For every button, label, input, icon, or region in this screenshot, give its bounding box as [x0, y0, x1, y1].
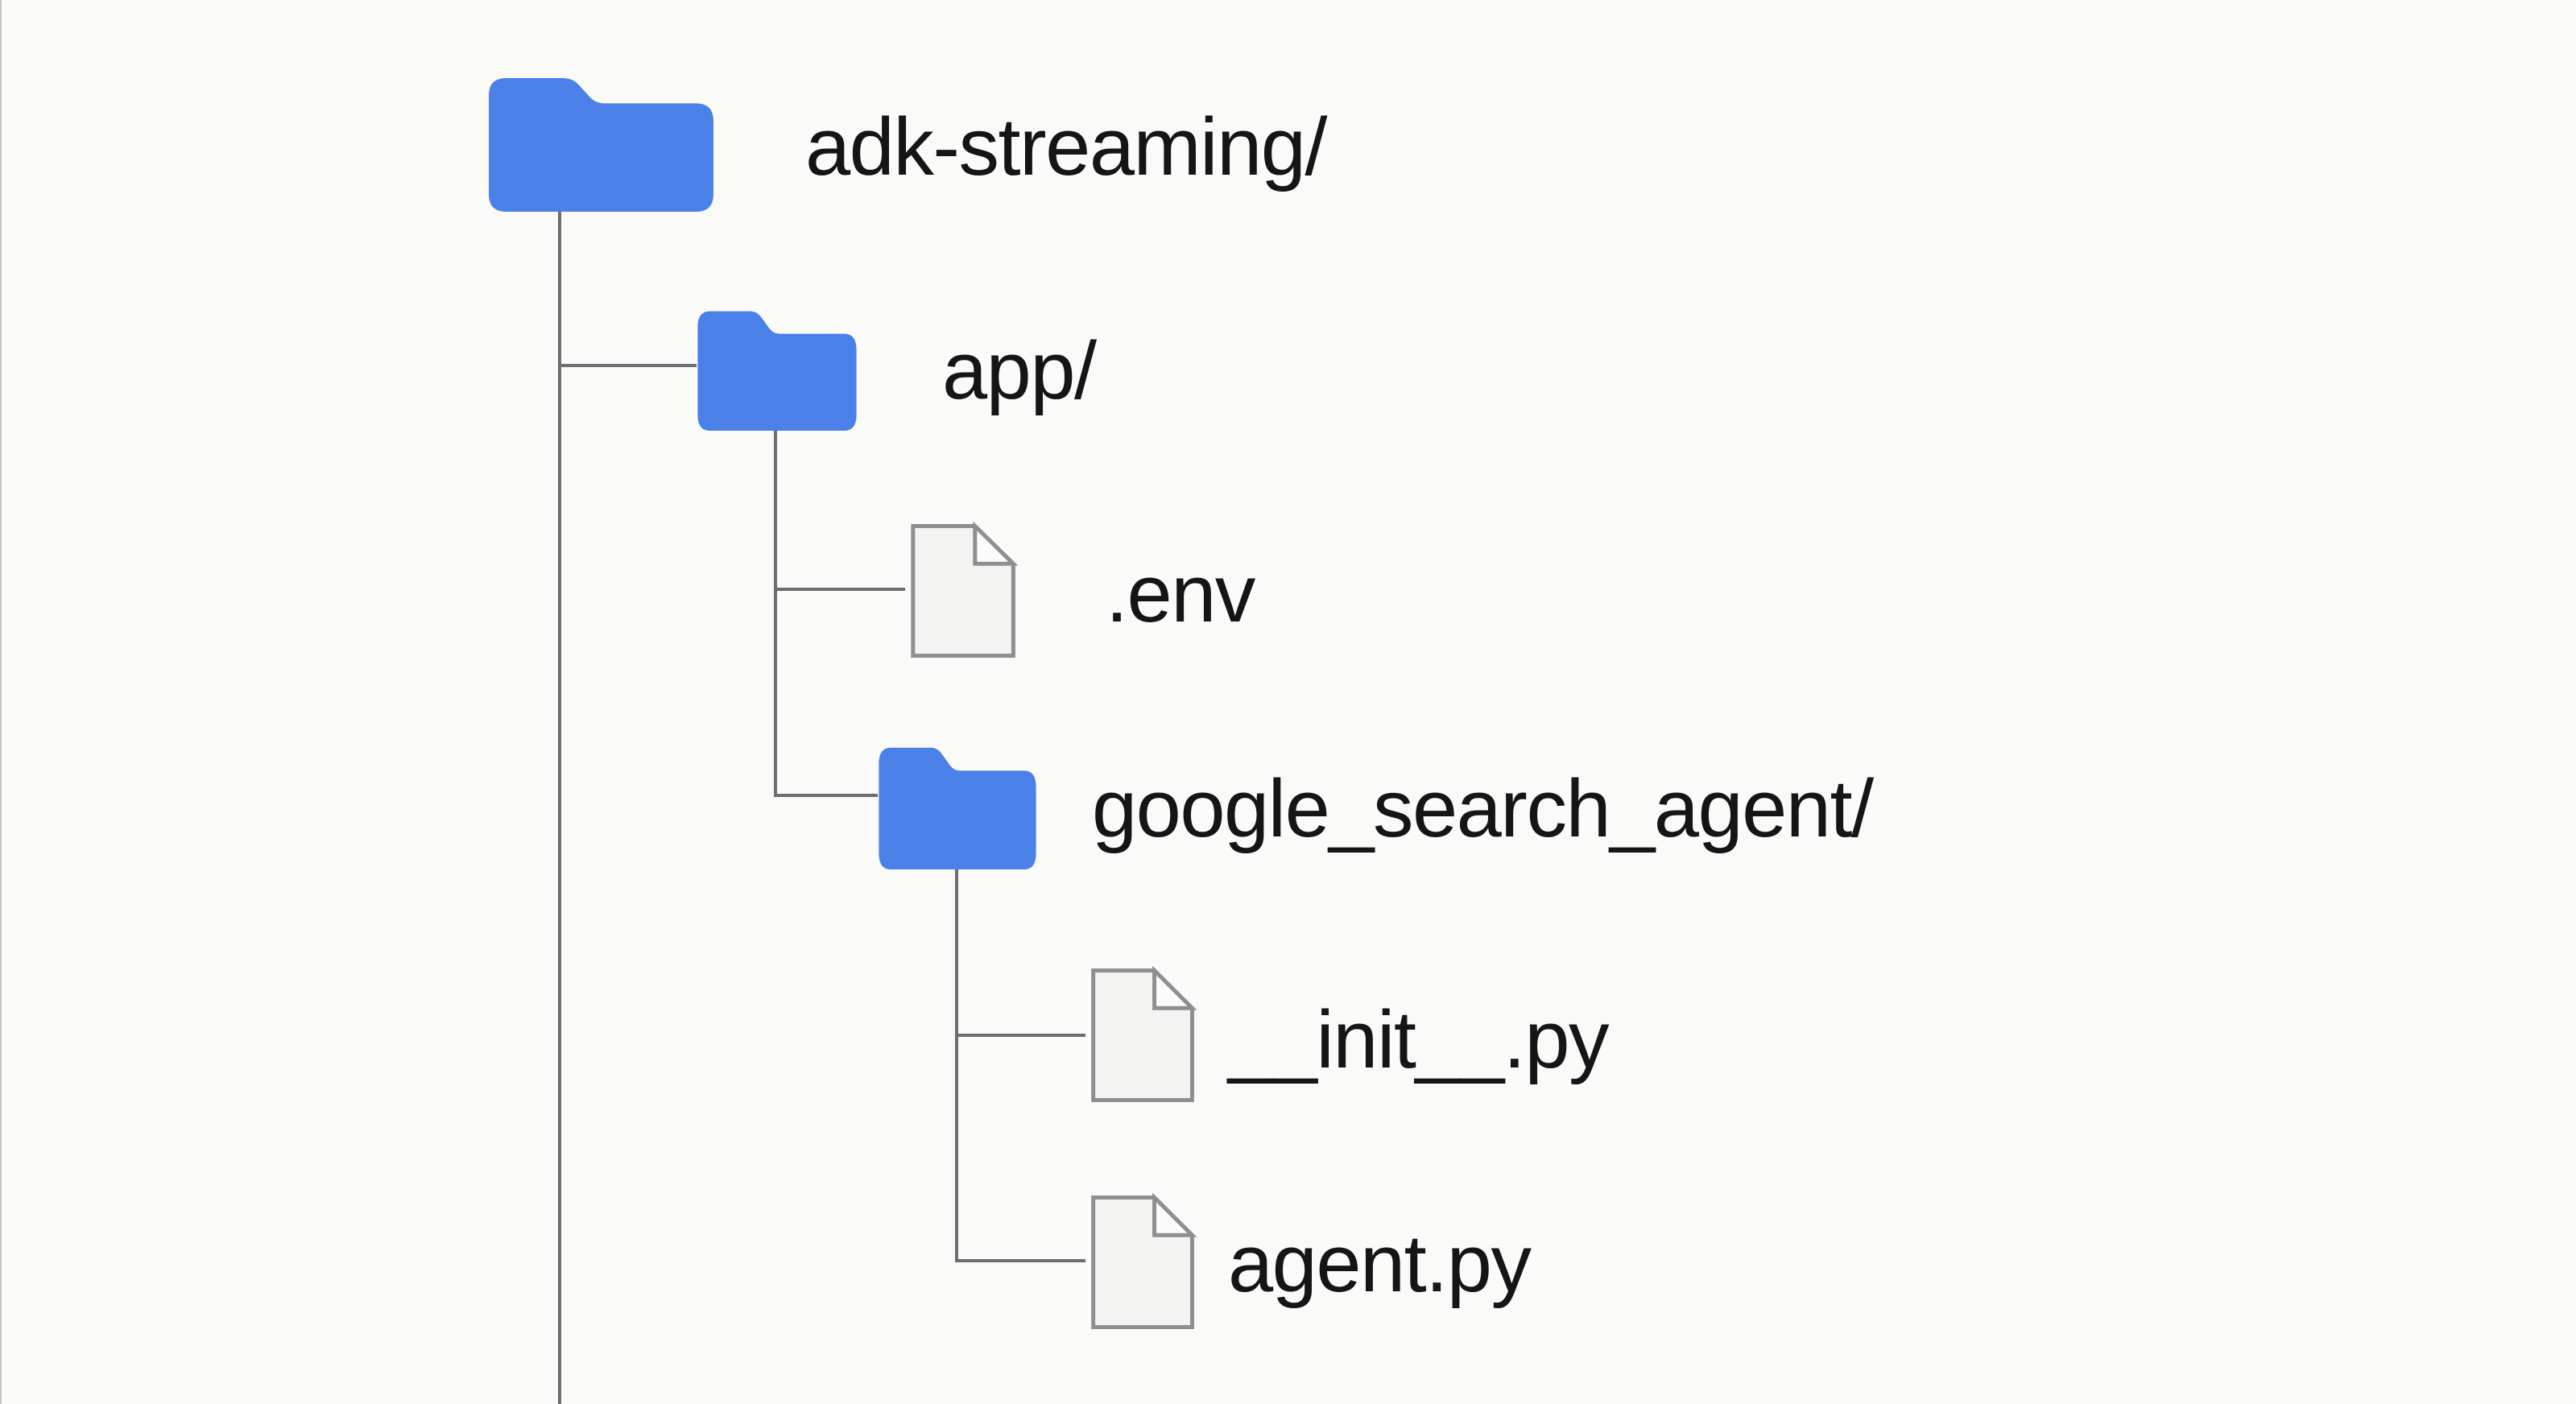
tree-node-label-agent: agent.py: [1228, 1219, 1532, 1309]
connector-trunk-app: [774, 431, 777, 797]
connector-branch-gsa: [774, 794, 878, 797]
tree-node-label-root: adk-streaming/: [805, 102, 1328, 192]
file-icon: [905, 522, 1018, 660]
file-icon: [1085, 966, 1197, 1105]
tree-node-label-env: .env: [1106, 549, 1255, 639]
file-icon: [1085, 1193, 1197, 1332]
folder-icon: [697, 308, 858, 431]
connector-trunk-gsa: [955, 869, 958, 1262]
folder-icon: [878, 745, 1037, 869]
connector-trunk-root: [558, 212, 561, 1404]
connector-branch-env: [774, 588, 905, 591]
connector-branch-agent: [955, 1259, 1085, 1262]
tree-node-label-init: __init__.py: [1228, 995, 1610, 1085]
tree-node-label-app: app/: [942, 326, 1097, 416]
connector-branch-init: [955, 1034, 1085, 1037]
left-edge-line: [0, 0, 2, 1404]
connector-branch-app: [558, 364, 697, 367]
folder-icon: [487, 75, 715, 212]
tree-node-label-gsa: google_search_agent/: [1092, 764, 1874, 854]
